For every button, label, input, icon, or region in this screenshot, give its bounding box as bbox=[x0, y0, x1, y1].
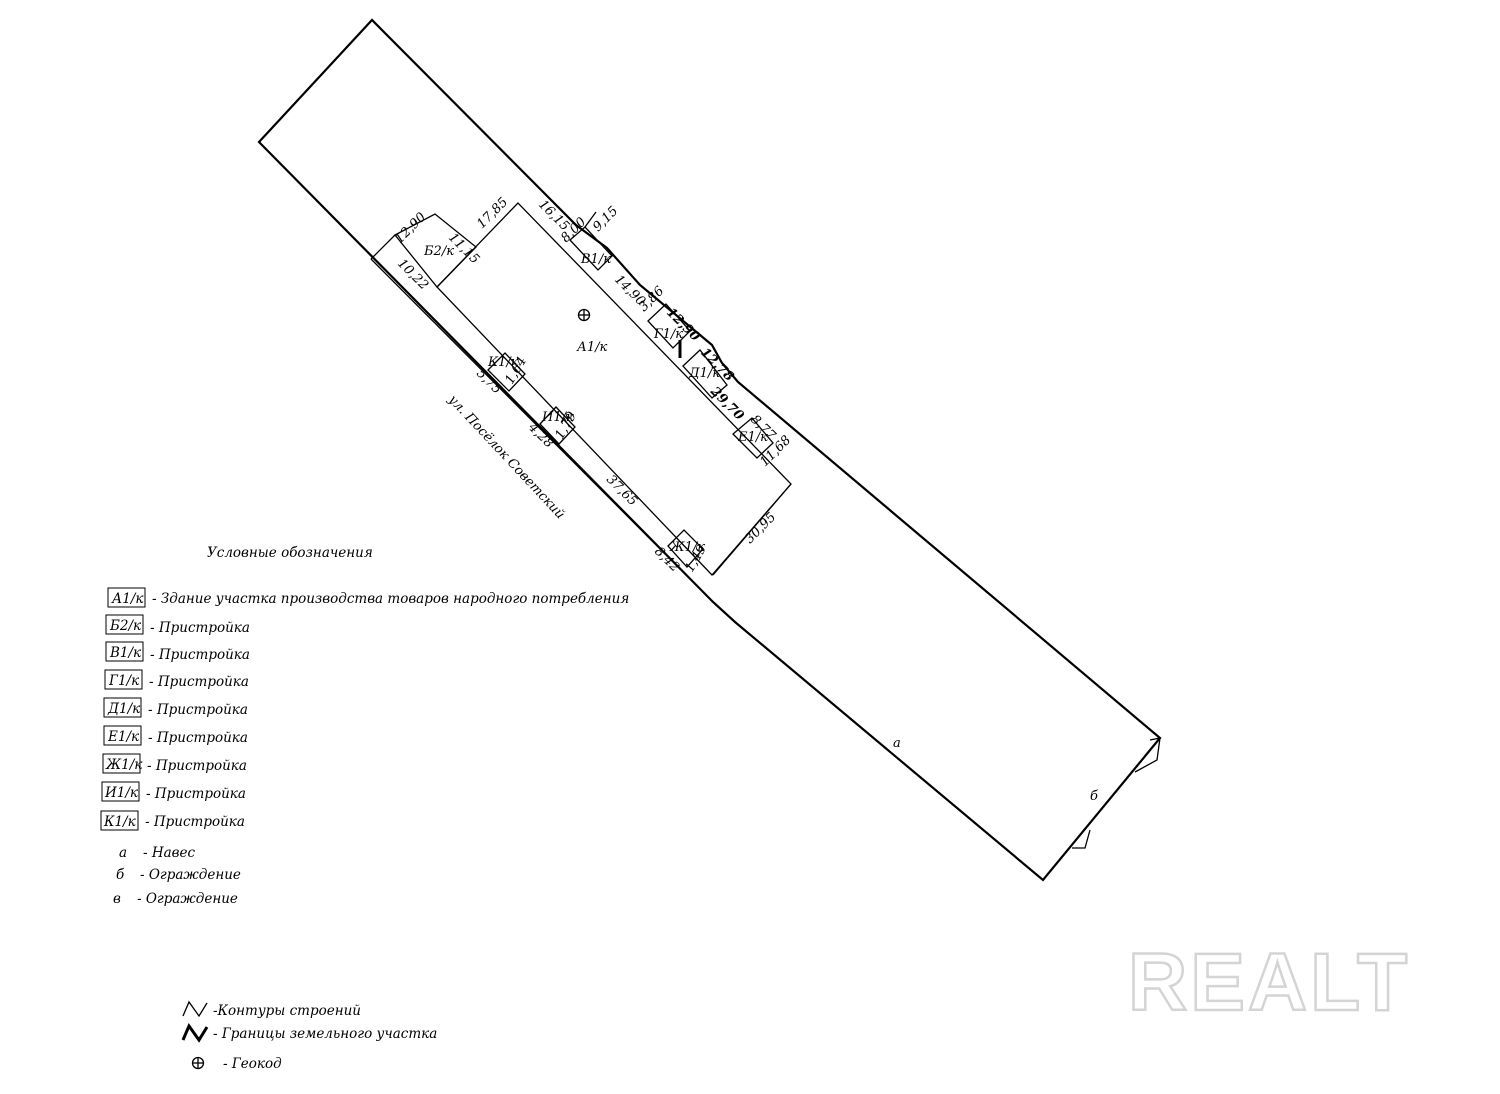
legend-text: - Пристройка bbox=[149, 674, 249, 690]
legend-code: К1/к bbox=[103, 814, 137, 830]
land-plot-boundary bbox=[257, 18, 1162, 882]
contour-symbol-icon bbox=[182, 1000, 208, 1018]
legend-letter-code: а bbox=[119, 845, 127, 861]
legend-letter-text: - Ограждение bbox=[140, 867, 241, 883]
legend-boundary-text: - Границы земельного участка bbox=[213, 1026, 437, 1042]
legend-code: А1/к bbox=[111, 591, 144, 607]
annex-v1-edge bbox=[584, 211, 597, 228]
label-annex-b2: Б2/к bbox=[423, 244, 454, 259]
fence-mark-2 bbox=[1072, 829, 1091, 849]
legend-code: В1/к bbox=[109, 645, 142, 661]
label-annex-i1: И1/к bbox=[541, 410, 574, 425]
legend-item: К1/к - Пристройка bbox=[100, 810, 245, 831]
legend-code: Е1/к bbox=[107, 729, 140, 745]
legend-code: Д1/к bbox=[107, 701, 141, 717]
dim: 30,95 bbox=[742, 510, 779, 547]
legend-geocode: - Геокод bbox=[191, 1056, 282, 1072]
legend-contours-text: -Контуры строений bbox=[213, 1003, 361, 1019]
dim: 3,86 bbox=[636, 284, 667, 315]
legend-letter-item: в - Ограждение bbox=[113, 891, 238, 907]
legend-item: Е1/к - Пристройка bbox=[103, 725, 248, 746]
label-annex-zh1: Ж1/к bbox=[669, 540, 705, 555]
rear-wall-line bbox=[712, 483, 792, 576]
dim: 5,75 bbox=[473, 366, 504, 397]
label-annex-e1: Е1/к bbox=[737, 430, 768, 445]
legend-code: Ж1/к bbox=[105, 757, 143, 773]
annex-b2-outline bbox=[393, 213, 477, 288]
dim: 17,85 bbox=[474, 195, 511, 232]
annex-zh1-outline bbox=[667, 529, 704, 568]
dim: 9,15 bbox=[590, 204, 621, 235]
legend-geocode-text: - Геокод bbox=[223, 1056, 282, 1072]
dim: 37,65 bbox=[603, 472, 640, 509]
legend-item: А1/к - Здание участка производства товар… bbox=[107, 587, 629, 608]
legend-item: И1/к - Пристройка bbox=[101, 781, 246, 802]
annex-k1-outline bbox=[487, 352, 526, 392]
watermark-logo: REALT bbox=[1128, 937, 1410, 1028]
legend-code: И1/к bbox=[104, 785, 139, 801]
legend-text: - Здание участка производства товаров на… bbox=[152, 591, 629, 607]
legend-item: Д1/к - Пристройка bbox=[103, 697, 248, 718]
legend-boundary: - Границы земельного участка bbox=[181, 1022, 437, 1043]
label-annex-g1: Г1/к bbox=[653, 327, 683, 342]
legend-letter-code: б bbox=[116, 867, 125, 883]
legend-letter-text: - Навес bbox=[143, 845, 196, 861]
annex-i1-outline bbox=[539, 406, 576, 445]
dim: 12,90 bbox=[392, 210, 429, 247]
annex-b2-edge bbox=[370, 234, 396, 260]
annex-v1-outline bbox=[569, 226, 613, 271]
annex-d1-outline bbox=[682, 349, 728, 399]
legend-text: - Пристройка bbox=[150, 647, 250, 663]
legend-text: - Пристройка bbox=[147, 758, 247, 774]
legend-text: - Пристройка bbox=[150, 620, 250, 636]
legend-text: - Пристройка bbox=[148, 702, 248, 718]
legend: Условные обозначения А1/к - Здание участ… bbox=[100, 545, 629, 1072]
legend-letter-code: в bbox=[113, 891, 121, 907]
annex-g1-outline bbox=[647, 303, 691, 349]
legend-letter-item: а - Навес bbox=[119, 845, 196, 861]
label-annex-v1: В1/к bbox=[580, 252, 611, 267]
legend-text: - Пристройка bbox=[146, 786, 246, 802]
label-annex-k1: К1/к bbox=[487, 355, 519, 370]
marker-canopy-a: а bbox=[893, 736, 901, 751]
label-main-building: А1/к bbox=[576, 340, 607, 355]
legend-code: Г1/к bbox=[108, 673, 140, 689]
geocode-icon bbox=[577, 308, 591, 322]
marker-fence-b: б bbox=[1090, 789, 1098, 804]
legend-text: - Пристройка bbox=[148, 730, 248, 746]
boundary-symbol-icon bbox=[181, 1022, 209, 1043]
legend-letter-item: б - Ограждение bbox=[116, 867, 241, 883]
geocode-symbol-icon bbox=[191, 1056, 205, 1070]
legend-item: Г1/к - Пристройка bbox=[104, 669, 249, 690]
label-annex-d1: Д1/к bbox=[688, 366, 720, 381]
legend-item: Ж1/к - Пристройка bbox=[102, 753, 247, 774]
legend-code: Б2/к bbox=[109, 618, 142, 634]
legend-item: Б2/к - Пристройка bbox=[105, 614, 250, 636]
annex-e1-outline bbox=[732, 417, 774, 459]
legend-title: Условные обозначения bbox=[207, 545, 373, 561]
fence-mark-1 bbox=[1134, 737, 1161, 773]
legend-letter-text: - Ограждение bbox=[137, 891, 238, 907]
legend-item: В1/к - Пристройка bbox=[105, 641, 250, 663]
legend-text: - Пристройка bbox=[145, 814, 245, 830]
street-wall-line bbox=[370, 258, 714, 603]
legend-contours: -Контуры строений bbox=[182, 1000, 361, 1019]
